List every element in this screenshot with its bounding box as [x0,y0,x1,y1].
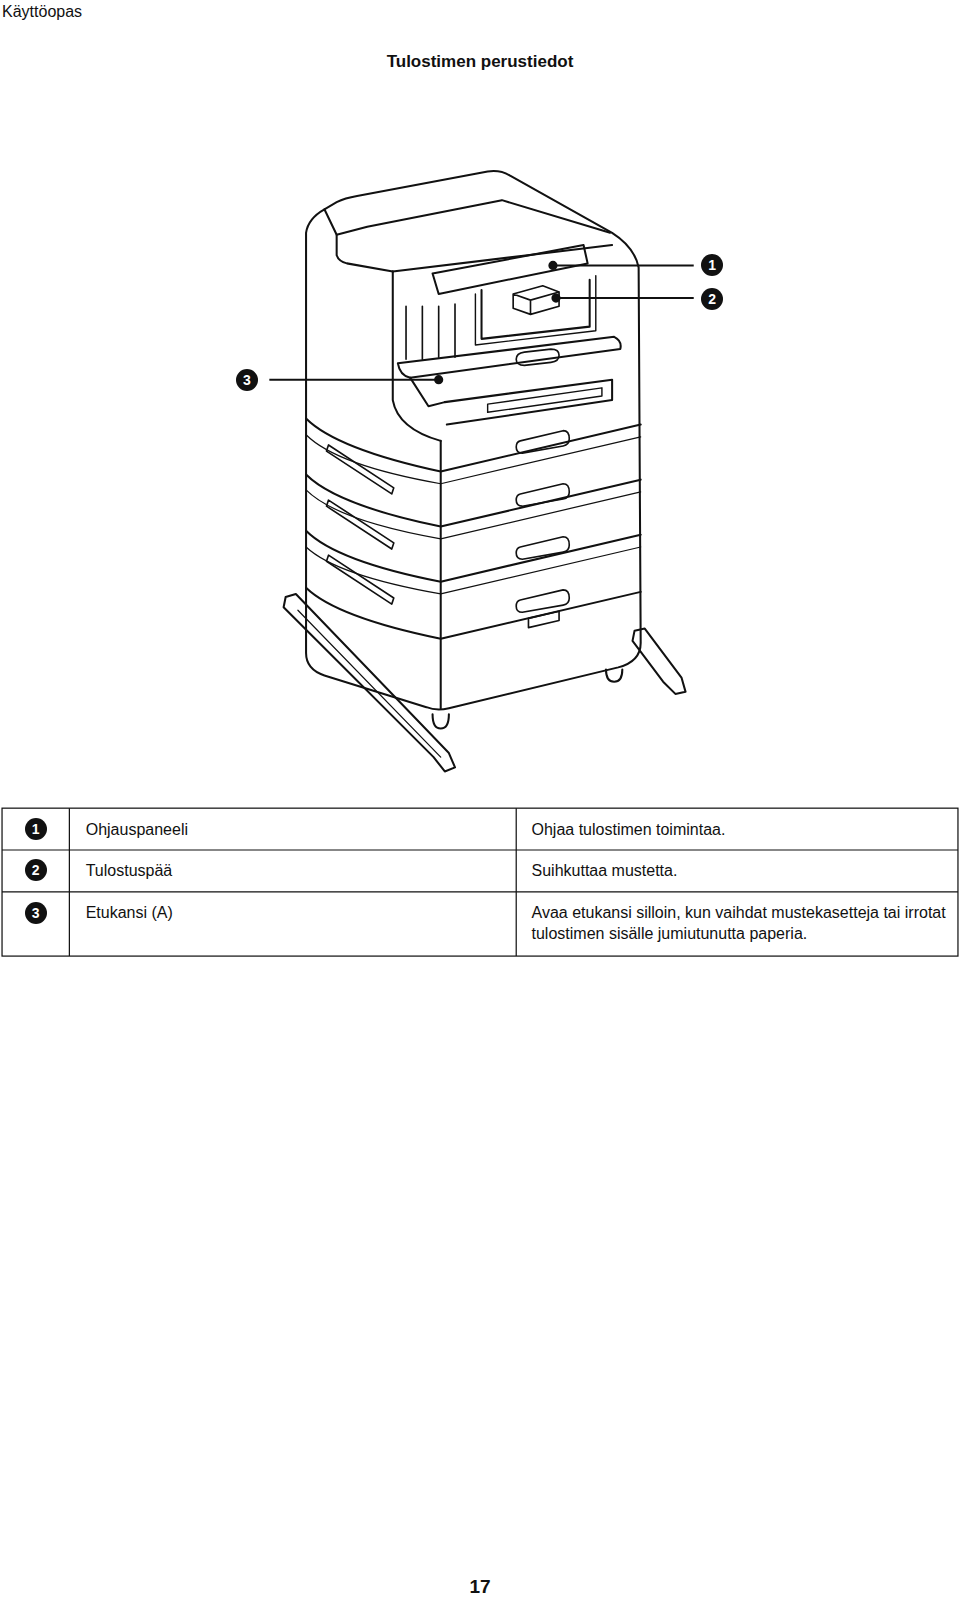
output-tray [445,380,612,425]
front-cover [398,337,621,378]
lid-front [393,245,612,272]
leader-line [553,264,694,266]
table-border [2,808,958,956]
output-slot [488,388,602,412]
running-header: Käyttöopas [2,1,206,22]
cartridge-slots [406,304,455,359]
table-rule [69,808,70,956]
part-name: Ohjauspaneeli [86,819,504,840]
table-rule [2,891,958,892]
printer-outline [306,171,641,709]
callout-number: 2 [701,288,723,310]
leader-line [269,379,438,381]
part-description: Suihkuttaa mustetta. [532,860,954,881]
body-edge [393,272,441,441]
leader-dot [552,294,559,301]
parts-table [2,808,958,956]
callout-number: 3 [236,369,258,391]
cover-handle [516,349,559,365]
leader-dot [435,376,442,383]
leader-dot [549,262,556,269]
part-description: Avaa etukansi silloin, kun vaihdat muste… [532,902,954,944]
callout-number: 1 [25,818,47,840]
lid-side [337,235,393,272]
callout-number: 2 [25,859,47,881]
side-grooves [326,445,393,604]
wheel [433,714,449,728]
body-edge [440,441,442,708]
part-description: Ohjaa tulostimen toimintaa. [532,819,954,840]
part-name: Etukansi (A) [86,902,504,923]
table-rule [516,808,517,956]
wheel [606,669,622,681]
inner-frame [482,280,590,339]
tray-handles [516,431,569,628]
control-panel [433,245,588,294]
foot-edge [298,610,441,757]
print-head [513,286,559,315]
part-name: Tulostuspää [86,860,504,881]
leader-lines [269,262,693,383]
tray-line [306,435,641,484]
callout-number: 1 [701,254,723,276]
page-number: 17 [430,1576,530,1597]
lid-edge [324,200,610,235]
tray-line [306,588,641,639]
table-rule [2,849,958,850]
printer-body [284,171,686,771]
inner-frame [475,276,595,345]
tray-line [306,547,641,594]
tray-line [306,490,641,539]
leader-line [556,297,694,299]
page-title: Tulostimen perustiedot [280,51,680,72]
callout-number: 3 [25,902,47,924]
